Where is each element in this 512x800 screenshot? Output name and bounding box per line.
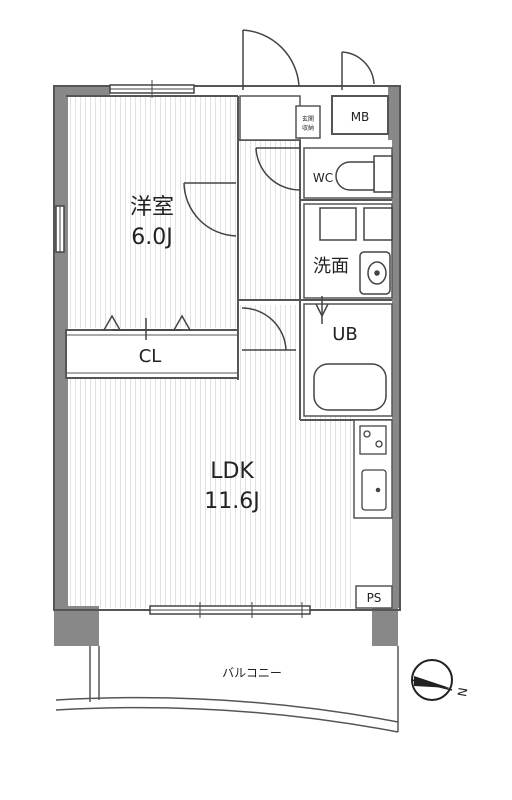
western-room-size: 6.0J	[131, 225, 172, 250]
entrance-storage-label-2: 収納	[302, 124, 314, 132]
hallway-floor	[240, 140, 300, 300]
toilet-icon	[335, 155, 393, 193]
exterior-wall-bottom-right	[372, 606, 398, 646]
entrance-door	[242, 29, 300, 90]
ldk-name: LDK	[210, 459, 254, 484]
wc-label: WC	[313, 171, 333, 185]
entrance-storage	[295, 105, 321, 139]
kitchen-sink-icon	[361, 469, 387, 511]
ldk-size: 11.6J	[204, 489, 259, 514]
western-room-floor	[66, 96, 238, 328]
stove-icon	[359, 425, 387, 455]
ldk-door	[241, 307, 296, 351]
exterior-wall	[54, 86, 110, 620]
ldk-floor-upper	[240, 305, 300, 380]
meter-box	[331, 95, 389, 135]
meter-box-door	[341, 51, 375, 90]
balcony	[55, 646, 399, 733]
pipe-space-label: PS	[367, 591, 382, 605]
bathtub-icon	[313, 363, 387, 411]
closet	[65, 329, 239, 379]
bath-door	[315, 296, 329, 324]
compass-label: N	[454, 686, 469, 697]
washroom-label: 洗面	[313, 256, 349, 277]
entrance-storage-label-1: 玄関	[302, 115, 314, 123]
exterior-wall-bottom-left	[54, 606, 99, 646]
balcony-label: バルコニー	[222, 666, 282, 680]
western-room-name: 洋室	[130, 195, 174, 220]
washbasin-icon	[359, 251, 391, 295]
closet-label: CL	[139, 346, 162, 367]
washing-machine-icon	[319, 207, 393, 241]
unit-bath-label: UB	[332, 324, 358, 345]
entrance-area	[239, 95, 301, 141]
meter-box-label: MB	[351, 110, 370, 124]
exterior-wall-right	[388, 86, 400, 608]
compass-icon	[411, 659, 453, 701]
pipe-space	[355, 585, 393, 609]
western-room-door	[183, 182, 237, 237]
wc-door	[255, 147, 301, 191]
